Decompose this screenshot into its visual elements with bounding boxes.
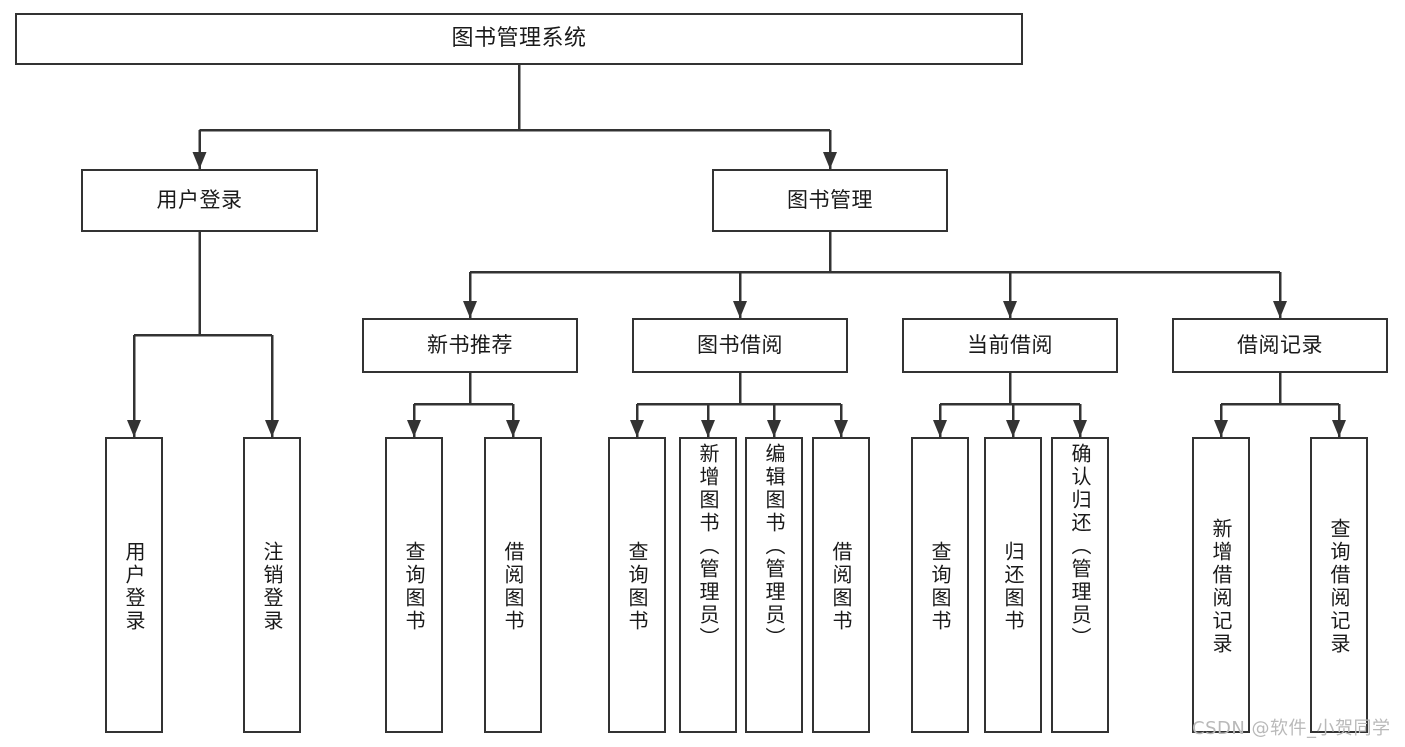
- node-label: 用户登录: [156, 188, 243, 213]
- node-label: 图书管理系统: [451, 26, 587, 52]
- node-label: 归还图书: [1001, 541, 1025, 633]
- node-book-manage[interactable]: 图书管理: [712, 169, 948, 232]
- node-label: 查询图书: [402, 541, 426, 633]
- node-leaf-borrow-book-1[interactable]: 借阅图书: [484, 437, 542, 733]
- node-leaf-add-book[interactable]: 新增图书（管理员）: [679, 437, 737, 733]
- node-label: 借阅图书: [829, 541, 853, 633]
- node-label: 新增借阅记录: [1209, 518, 1233, 656]
- csdn-watermark: CSDN @软件_小贺同学: [1192, 718, 1391, 739]
- node-label: 图书管理: [787, 188, 873, 213]
- node-current-borrow[interactable]: 当前借阅: [902, 318, 1118, 373]
- node-book-borrow[interactable]: 图书借阅: [632, 318, 848, 373]
- node-root[interactable]: 图书管理系统: [15, 13, 1023, 65]
- node-label: 借阅图书: [501, 541, 525, 633]
- node-new-book-rec[interactable]: 新书推荐: [362, 318, 578, 373]
- node-label: 新书推荐: [427, 333, 513, 358]
- node-label: 确认归还（管理员）: [1068, 443, 1092, 650]
- node-leaf-borrow-book-2[interactable]: 借阅图书: [812, 437, 870, 733]
- node-leaf-user-logout[interactable]: 注销登录: [243, 437, 301, 733]
- node-label: 编辑图书（管理员）: [762, 443, 786, 650]
- node-leaf-query-book-3[interactable]: 查询图书: [911, 437, 969, 733]
- node-leaf-confirm-return[interactable]: 确认归还（管理员）: [1051, 437, 1109, 733]
- node-leaf-query-book-2[interactable]: 查询图书: [608, 437, 666, 733]
- node-label: 查询图书: [928, 541, 952, 633]
- node-label: 借阅记录: [1237, 333, 1323, 358]
- node-label: 当前借阅: [967, 333, 1053, 358]
- node-leaf-query-record[interactable]: 查询借阅记录: [1310, 437, 1368, 733]
- node-label: 用户登录: [122, 541, 146, 633]
- node-leaf-add-record[interactable]: 新增借阅记录: [1192, 437, 1250, 733]
- node-leaf-edit-book[interactable]: 编辑图书（管理员）: [745, 437, 803, 733]
- node-leaf-return-book[interactable]: 归还图书: [984, 437, 1042, 733]
- node-label: 图书借阅: [697, 333, 783, 358]
- node-user-login[interactable]: 用户登录: [81, 169, 318, 232]
- node-leaf-user-login[interactable]: 用户登录: [105, 437, 163, 733]
- node-borrow-record[interactable]: 借阅记录: [1172, 318, 1388, 373]
- node-label: 注销登录: [260, 541, 284, 633]
- node-label: 查询借阅记录: [1327, 518, 1351, 656]
- node-leaf-query-book-1[interactable]: 查询图书: [385, 437, 443, 733]
- node-label: 新增图书（管理员）: [696, 443, 720, 650]
- node-label: 查询图书: [625, 541, 649, 633]
